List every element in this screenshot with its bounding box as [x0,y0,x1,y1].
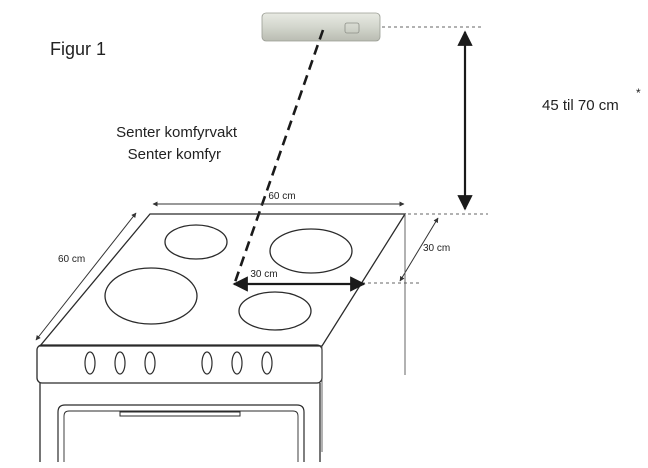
side-depth-label: 60 cm [58,254,85,265]
height-asterisk: * [636,86,641,100]
burner-back-right [269,228,353,274]
knob-3 [144,351,156,375]
control-panel [36,344,323,384]
caption-stove-center: Senter komfyr [128,146,221,163]
burner-back-left [164,224,228,260]
side-depth-arrow [35,212,137,341]
oven-door [57,404,305,462]
center-dashed-line [232,29,325,286]
center-offset-label: 30 cm [250,269,277,280]
caption-stove-guard-center: Senter komfyrvakt [116,124,238,141]
figure-label: Figur 1 [50,39,106,59]
oven-handle [119,411,241,417]
back-offset-arrow [399,217,439,282]
back-offset-label: 30 cm [423,243,450,254]
knob-6 [261,351,273,375]
height-range-label: 45 til 70 cm [542,97,619,114]
knob-5 [231,351,243,375]
burner-front-right [238,291,312,331]
burner-front-left [104,267,198,325]
control-knobs [84,351,273,375]
oven-door-inner [63,410,299,462]
top-width-label: 60 cm [268,191,295,202]
knob-4 [201,351,213,375]
knob-1 [84,351,96,375]
stove-guard-device [261,12,381,42]
knob-2 [114,351,126,375]
